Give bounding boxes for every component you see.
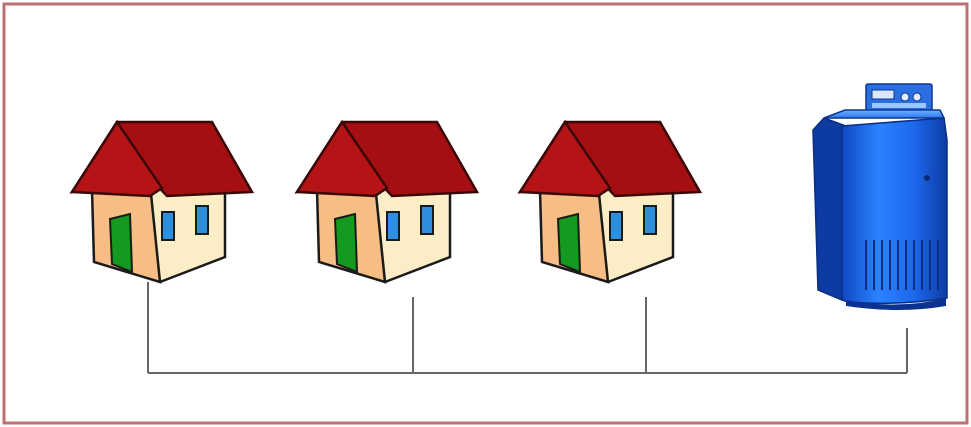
house-door [335,214,357,272]
boiler-control-knob [913,93,921,101]
house-window-left [387,212,399,240]
boiler-control-strip [872,103,926,108]
boiler-top [824,110,944,118]
boiler-side [813,118,846,300]
house-window-right [644,206,656,234]
house-door [110,214,132,272]
house-icon [520,122,700,282]
boiler-indicator-icon [924,175,930,181]
house-door [558,214,580,272]
house-window-right [421,206,433,234]
boiler-front [842,118,947,303]
house-icon [297,122,477,282]
pipe-network [148,282,907,373]
house-window-left [162,212,174,240]
house-window-right [196,206,208,234]
boiler-icon [813,84,947,310]
boiler-control-display [872,90,894,99]
houses-group [72,122,700,282]
boiler-control-knob [901,93,909,101]
house-icon [72,122,252,282]
house-window-left [610,212,622,240]
